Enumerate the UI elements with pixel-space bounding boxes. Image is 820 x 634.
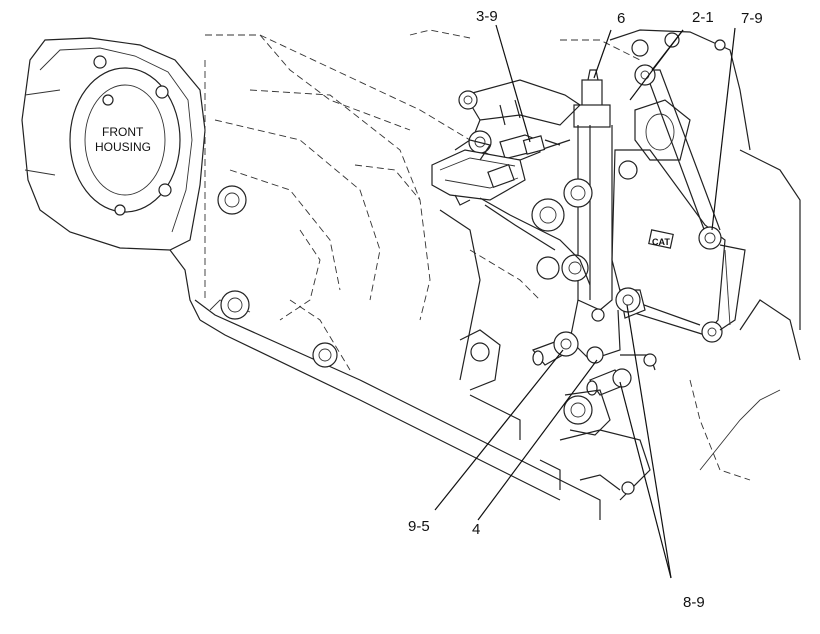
leader-lines <box>434 24 736 579</box>
callout-8-9: 8-9 <box>683 594 705 611</box>
engine-block <box>194 29 781 520</box>
leader-4 <box>477 359 598 521</box>
leader-3-9 <box>495 24 531 143</box>
housing-label-line1: FRONT <box>102 125 144 139</box>
callout-3-9: 3-9 <box>476 8 498 25</box>
front-housing: FRONT HOUSING <box>21 37 206 321</box>
callout-2-1: 2-1 <box>692 9 714 26</box>
leader-9-5 <box>434 349 564 511</box>
lower-fittings <box>532 287 657 436</box>
leader-7-9 <box>711 27 736 231</box>
callout-4: 4 <box>472 521 480 538</box>
connector-assembly <box>431 139 591 286</box>
callout-labels: 3-9 6 2-1 7-9 9-5 4 8-9 <box>408 8 763 611</box>
leader-8-9a <box>626 304 672 579</box>
leader-6 <box>593 29 612 79</box>
housing-label-line2: HOUSING <box>95 140 151 154</box>
callout-9-5: 9-5 <box>408 518 430 535</box>
leader-8-9b <box>619 381 672 579</box>
callout-6: 6 <box>617 10 625 27</box>
upper-right-detail <box>609 29 801 361</box>
callout-7-9: 7-9 <box>741 10 763 27</box>
cat-logo: CAT <box>652 237 670 247</box>
leader-2-1b <box>629 29 684 101</box>
valve-body <box>531 69 621 364</box>
upper-bracket <box>458 79 581 161</box>
